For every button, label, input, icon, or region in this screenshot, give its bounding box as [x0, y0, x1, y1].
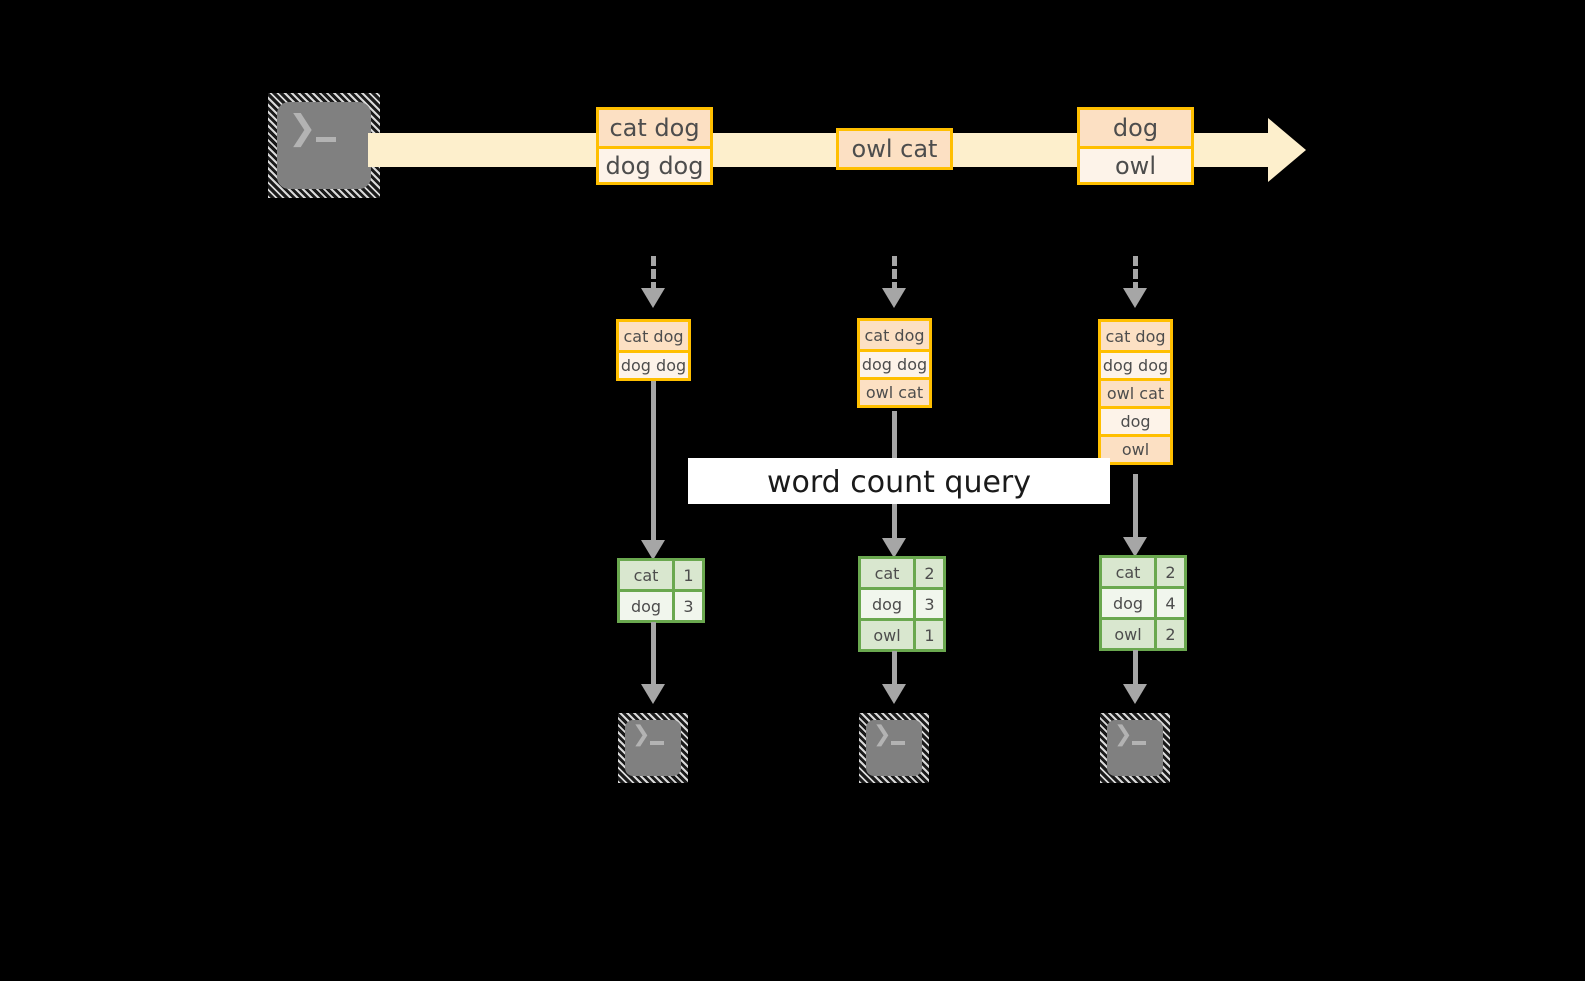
snapshot-input-box: cat dog dog dog owl cat — [857, 318, 932, 408]
result-count: 2 — [1154, 558, 1184, 586]
prompt-chevron-icon: ❯ — [288, 108, 317, 148]
result-word: dog — [620, 592, 672, 620]
stream-event-line: owl — [1080, 146, 1191, 182]
query-arrow-arrowhead-icon — [1123, 537, 1147, 557]
stream-event-line: owl cat — [839, 131, 950, 167]
sink-arrow-arrowhead-icon — [1123, 684, 1147, 704]
prompt-underscore-icon — [316, 137, 336, 142]
snapshot-trigger-line — [892, 256, 897, 292]
query-label: word count query — [766, 465, 1032, 500]
snapshot-input-line: cat dog — [860, 321, 929, 349]
result-word: cat — [620, 561, 672, 589]
snapshot-input-line: owl cat — [1101, 378, 1170, 406]
snapshot-input-line: cat dog — [1101, 322, 1170, 350]
stream-event-line: dog — [1080, 110, 1191, 146]
table-row: dog 4 — [1102, 586, 1184, 617]
result-word: owl — [1102, 620, 1154, 648]
stream-event-box: dog owl — [1077, 107, 1194, 185]
result-count: 3 — [913, 590, 943, 618]
snapshot-trigger-arrowhead-icon — [641, 288, 665, 308]
result-count: 4 — [1154, 589, 1184, 617]
snapshot-input-line: dog dog — [619, 350, 688, 378]
table-row: cat 1 — [620, 561, 702, 589]
snapshot-input-line: dog dog — [860, 349, 929, 377]
snapshot-input-line: owl cat — [860, 377, 929, 405]
sink-arrow-arrowhead-icon — [882, 684, 906, 704]
terminal-screen — [625, 720, 681, 776]
table-row: owl 1 — [861, 618, 943, 649]
terminal-screen — [277, 102, 371, 189]
prompt-chevron-icon: ❯ — [873, 722, 892, 747]
stream-event-line: cat dog — [599, 110, 710, 146]
stream-arrowhead-icon — [1268, 118, 1306, 182]
prompt-underscore-icon — [1132, 741, 1146, 745]
result-count: 2 — [913, 559, 943, 587]
snapshot-trigger-line — [1133, 256, 1138, 292]
terminal-icon: ❯ — [1100, 713, 1170, 783]
snapshot-trigger-line — [651, 256, 656, 292]
result-word: dog — [861, 590, 913, 618]
snapshot-input-line: owl — [1101, 434, 1170, 462]
stream-event-box: cat dog dog dog — [596, 107, 713, 185]
snapshot-input-line: cat dog — [619, 322, 688, 350]
terminal-screen — [1107, 720, 1163, 776]
snapshot-input-box: cat dog dog dog owl cat dog owl — [1098, 319, 1173, 465]
terminal-screen — [866, 720, 922, 776]
result-word: cat — [1102, 558, 1154, 586]
sink-arrow-line — [1133, 650, 1138, 691]
snapshot-trigger-arrowhead-icon — [882, 288, 906, 308]
sink-arrow-arrowhead-icon — [641, 684, 665, 704]
snapshot-input-line: dog — [1101, 406, 1170, 434]
terminal-icon: ❯ — [859, 713, 929, 783]
snapshot-input-box: cat dog dog dog — [616, 319, 691, 381]
terminal-icon: ❯ — [618, 713, 688, 783]
prompt-chevron-icon: ❯ — [1114, 722, 1133, 747]
table-row: owl 2 — [1102, 617, 1184, 648]
prompt-chevron-icon: ❯ — [632, 722, 651, 747]
result-word: owl — [861, 621, 913, 649]
terminal-icon: ❯ — [268, 93, 380, 198]
result-word: cat — [861, 559, 913, 587]
table-row: dog 3 — [861, 587, 943, 618]
result-count: 1 — [913, 621, 943, 649]
sink-arrow-line — [892, 651, 897, 691]
query-arrow-line — [651, 381, 656, 547]
prompt-underscore-icon — [650, 741, 664, 745]
result-count: 2 — [1154, 620, 1184, 648]
stream-event-line: dog dog — [599, 146, 710, 182]
stream-event-box: owl cat — [836, 128, 953, 170]
snapshot-trigger-arrowhead-icon — [1123, 288, 1147, 308]
table-row: cat 2 — [861, 559, 943, 587]
table-row: dog 3 — [620, 589, 702, 620]
sink-arrow-line — [651, 622, 656, 690]
query-label-band — [688, 458, 1110, 504]
result-table: cat 1 dog 3 — [617, 558, 705, 623]
result-table: cat 2 dog 3 owl 1 — [858, 556, 946, 652]
result-table: cat 2 dog 4 owl 2 — [1099, 555, 1187, 651]
prompt-underscore-icon — [891, 741, 905, 745]
query-arrow-arrowhead-icon — [882, 538, 906, 558]
query-arrow-line — [1133, 474, 1138, 544]
result-count: 3 — [672, 592, 702, 620]
result-count: 1 — [672, 561, 702, 589]
snapshot-input-line: dog dog — [1101, 350, 1170, 378]
result-word: dog — [1102, 589, 1154, 617]
table-row: cat 2 — [1102, 558, 1184, 586]
query-arrow-arrowhead-icon — [641, 540, 665, 560]
